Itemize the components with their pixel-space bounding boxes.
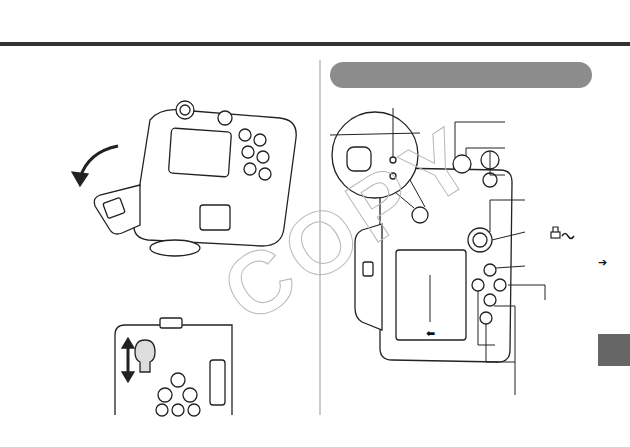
top-rule (0, 42, 630, 46)
housing-closeup (115, 318, 232, 416)
print-share-icon (551, 227, 574, 239)
section-bar (330, 62, 592, 88)
arrow-symbol: ➔ (598, 257, 607, 268)
arrow-symbol: ⬅ (426, 328, 435, 339)
page-tab (598, 334, 630, 366)
